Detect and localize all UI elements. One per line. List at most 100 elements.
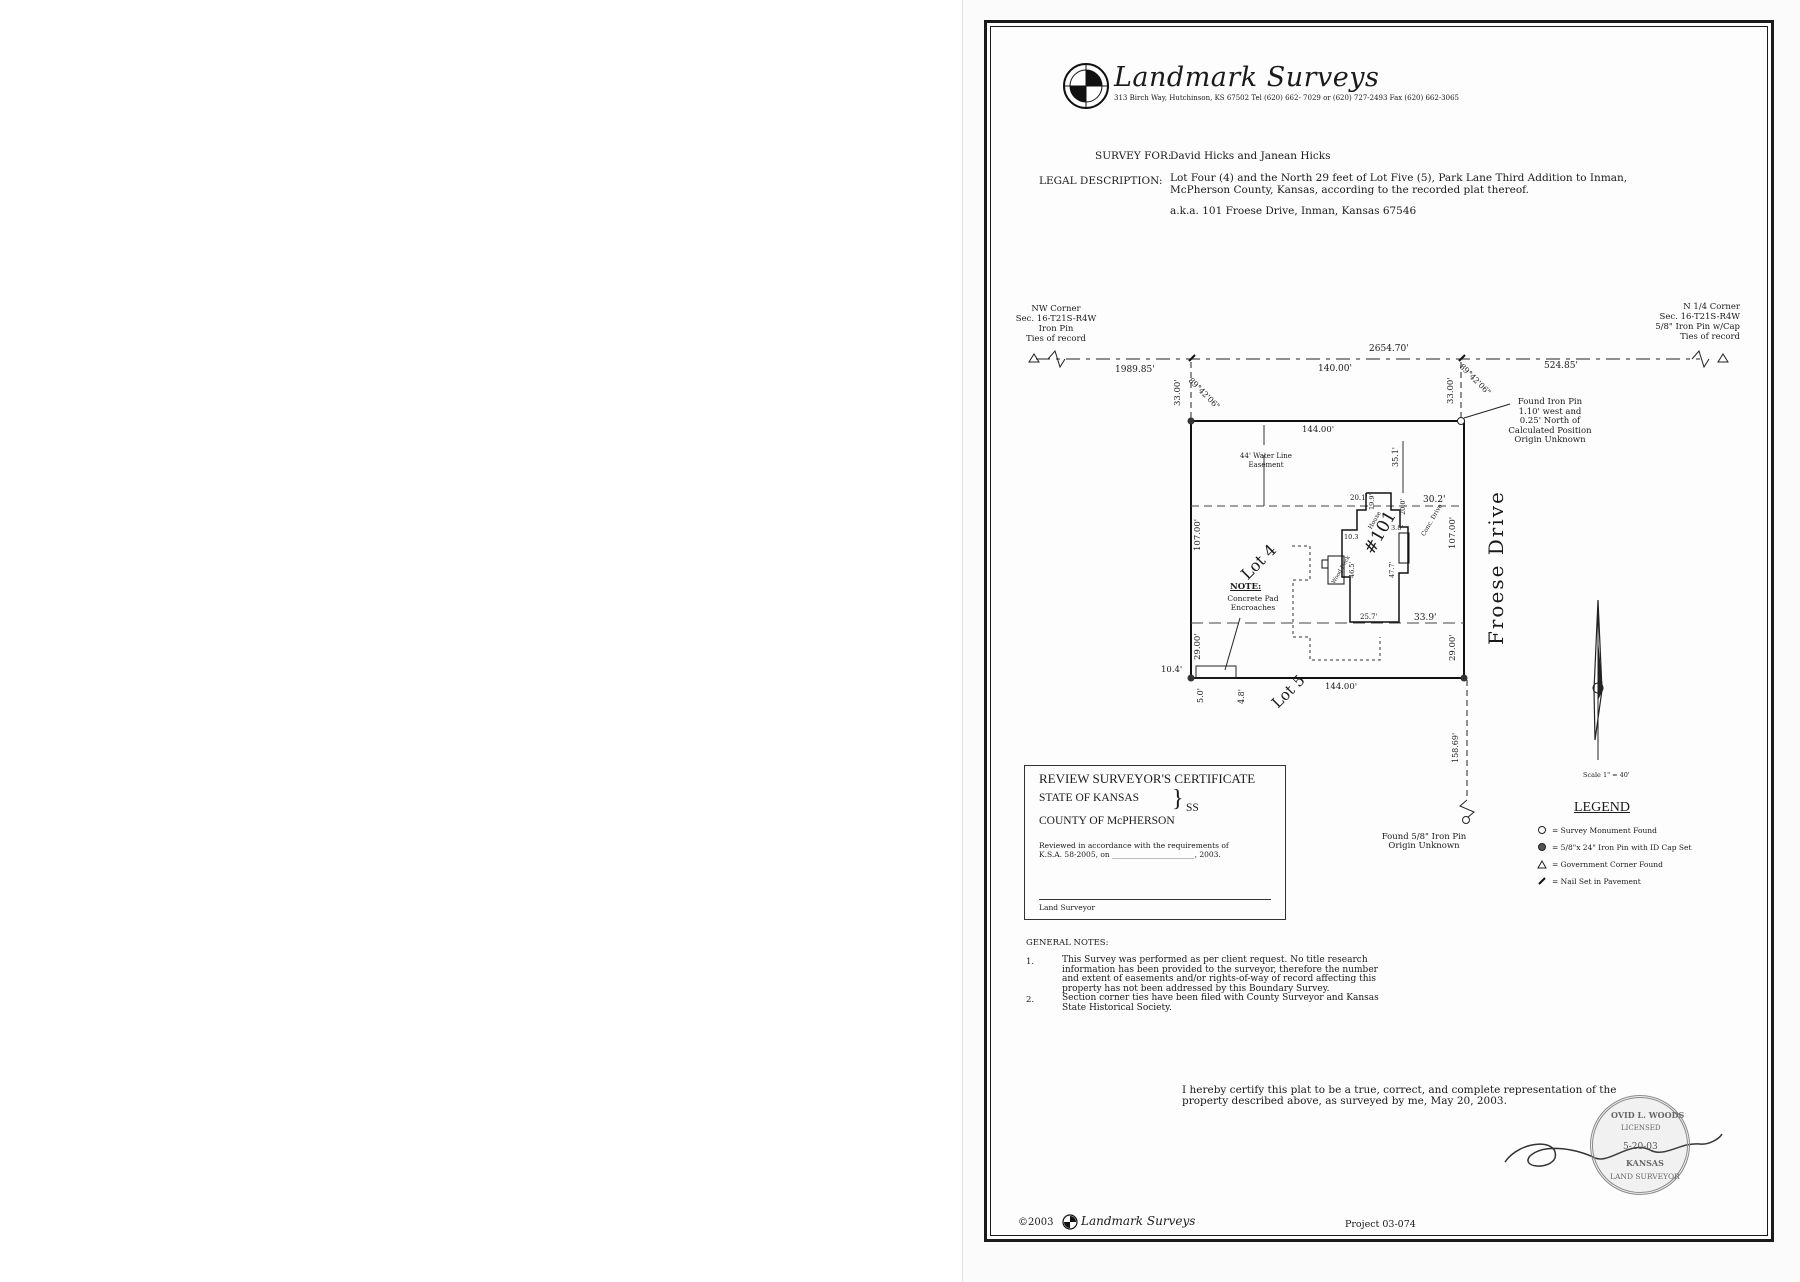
- legal-description-label: LEGAL DESCRIPTION:: [1039, 175, 1163, 187]
- dim-row-right: 33.00': [1446, 377, 1456, 404]
- landmark-logo-icon: [1063, 63, 1109, 109]
- dim-south-line: 144.00': [1325, 682, 1358, 692]
- n-quarter-line: Ties of record: [1680, 332, 1740, 342]
- found-pin-line: Origin Unknown: [1514, 435, 1586, 445]
- general-note-1: This Survey was performed as per client …: [1062, 955, 1378, 994]
- dim-46: 46.5': [1348, 561, 1356, 578]
- dim-mid: 140.00': [1318, 364, 1352, 374]
- n-quarter-line: 5/8" Iron Pin w/Cap: [1655, 322, 1740, 332]
- water-easement-note: 44' Water Line Easement: [1226, 452, 1306, 470]
- dim-east-lower: 29.00': [1448, 634, 1458, 661]
- certification-line: I hereby certify this plat to be a true,…: [1182, 1084, 1617, 1096]
- dim-19: 19.9': [1368, 493, 1376, 510]
- note-text: Concrete Pad Encroaches: [1208, 594, 1298, 612]
- review-certificate-box: [1024, 765, 1286, 920]
- dim-house-s: 33.9': [1414, 613, 1437, 623]
- dim-4-8: 4.8': [1237, 689, 1246, 704]
- seal-date: 5-20-03: [1623, 1142, 1658, 1152]
- nw-corner-note: NW Corner Sec. 16-T21S-R4W Iron Pin Ties…: [1011, 304, 1101, 344]
- certification-statement: I hereby certify this plat to be a true,…: [1182, 1085, 1616, 1107]
- general-note-line: State Historical Society.: [1062, 1002, 1172, 1013]
- certification-line: property described above, as surveyed by…: [1182, 1095, 1507, 1107]
- dim-west-lower: 29.00': [1193, 633, 1203, 660]
- dim-house-w: 25.7': [1360, 613, 1378, 621]
- review-cert-reviewed-2: K.S.A. 58-2005, on _____________________…: [1039, 850, 1221, 859]
- dim-47: 47.7': [1388, 561, 1396, 578]
- general-note-line: This Survey was performed as per client …: [1062, 955, 1368, 965]
- dim-setback-front: 35.1': [1391, 446, 1400, 467]
- found-pin-line: Calculated Position: [1508, 425, 1592, 436]
- street-name: Froese Drive: [1484, 490, 1508, 645]
- dim-row-left: 33.00': [1173, 379, 1183, 406]
- dim-5-0: 5.0': [1196, 688, 1205, 703]
- footer-copyright: ©2003: [1018, 1217, 1054, 1228]
- dim-east-tie: 524.85': [1544, 361, 1578, 371]
- scale-label: Scale 1" = 40': [1583, 771, 1630, 779]
- survey-for-value: David Hicks and Janean Hicks: [1170, 150, 1331, 162]
- easement-line: Easement: [1248, 461, 1284, 469]
- survey-monument-icon: [1538, 826, 1546, 834]
- legend-item-nail: = Nail Set in Pavement: [1552, 877, 1641, 886]
- legend-item-pin: = 5/8"x 24" Iron Pin with ID Cap Set: [1552, 843, 1692, 852]
- general-note-num: 1.: [1026, 957, 1035, 967]
- legend-symbols: [1537, 826, 1547, 885]
- dim-38: 3.8': [1391, 524, 1404, 532]
- dim-west-upper: 107.00': [1193, 518, 1203, 551]
- nw-corner-line: Iron Pin: [1038, 324, 1074, 334]
- address-aka: a.k.a. 101 Froese Drive, Inman, Kansas 6…: [1170, 205, 1417, 217]
- review-cert-county: COUNTY OF McPHERSON: [1039, 815, 1175, 827]
- found-pin-s-line: Found 5/8" Iron Pin: [1381, 832, 1467, 842]
- review-cert-ss: SS: [1186, 802, 1199, 814]
- legal-description-line1: Lot Four (4) and the North 29 feet of Lo…: [1170, 172, 1628, 184]
- found-pin-line: 0.25' North of: [1519, 416, 1581, 426]
- n-quarter-line: N 1/4 Corner: [1683, 302, 1740, 312]
- note-title: NOTE:: [1230, 582, 1262, 592]
- footer-project: Project 03-074: [1345, 1219, 1416, 1230]
- note-line: Encroaches: [1230, 603, 1276, 612]
- seal-state: KANSAS: [1626, 1158, 1664, 1168]
- found-pin-line: Found Iron Pin: [1517, 397, 1583, 407]
- review-cert-sign-label: Land Surveyor: [1039, 903, 1096, 912]
- general-note-line: information has been provided to the sur…: [1062, 964, 1378, 975]
- dim-house-n: 20.1': [1350, 494, 1368, 502]
- general-note-line: and extent of easements and/or rights-of…: [1062, 974, 1377, 984]
- note-line: Concrete Pad: [1227, 594, 1279, 603]
- dim-north-line: 144.00': [1302, 425, 1335, 435]
- legend-item-monument: = Survey Monument Found: [1552, 826, 1657, 835]
- company-name: Landmark Surveys: [1114, 62, 1380, 93]
- found-pin-ne-note: Found Iron Pin 1.10' west and 0.25' Nort…: [1500, 397, 1600, 446]
- n-quarter-line: Sec. 16-T21S-R4W: [1659, 312, 1740, 322]
- government-corner-icon: [1537, 859, 1547, 869]
- review-cert-signature-line: [1039, 899, 1271, 900]
- review-cert-state: STATE OF KANSAS: [1039, 792, 1140, 804]
- sheet-border-inner: [990, 26, 1768, 1236]
- dim-house-e: 30.2': [1423, 495, 1446, 505]
- brace-symbol: }: [1172, 786, 1184, 812]
- seal-licensed: LICENSED: [1621, 1124, 1661, 1132]
- nw-corner-line: NW Corner: [1031, 304, 1081, 314]
- dim-20: 20.0': [1399, 498, 1407, 515]
- easement-line: 44' Water Line: [1240, 452, 1292, 460]
- general-note-num: 2.: [1026, 995, 1035, 1005]
- general-notes-title: GENERAL NOTES:: [1026, 938, 1109, 948]
- dim-east-upper: 107.00': [1448, 516, 1458, 549]
- dim-10-4: 10.4': [1161, 665, 1183, 675]
- found-pin-s-note: Found 5/8" Iron Pin Origin Unknown: [1374, 833, 1474, 851]
- footer-company: Landmark Surveys: [1081, 1214, 1196, 1228]
- seal-role: LAND SURVEYOR: [1610, 1172, 1680, 1181]
- found-pin-s-line: Origin Unknown: [1388, 841, 1460, 851]
- found-pin-line: 1.10' west and: [1518, 406, 1582, 417]
- seal-name: OVID L. WOODS: [1611, 1110, 1685, 1120]
- nail-set-icon: [1538, 877, 1546, 885]
- general-note-line: property has not been addressed by this …: [1062, 983, 1330, 994]
- legend-title: LEGEND: [1574, 800, 1630, 815]
- dim-west-tie: 1989.85': [1115, 365, 1155, 375]
- iron-pin-set-icon: [1538, 843, 1546, 851]
- dim-south-tie: 158.69': [1451, 732, 1460, 763]
- review-cert-title: REVIEW SURVEYOR'S CERTIFICATE: [1039, 771, 1256, 786]
- nw-corner-line: Sec. 16-T21S-R4W: [1015, 314, 1097, 324]
- dim-total: 2654.70': [1369, 344, 1409, 354]
- surveyor-seal: OVID L. WOODS LICENSED 5-20-03 KANSAS LA…: [1590, 1095, 1690, 1195]
- dim-10: 10.3: [1344, 533, 1359, 541]
